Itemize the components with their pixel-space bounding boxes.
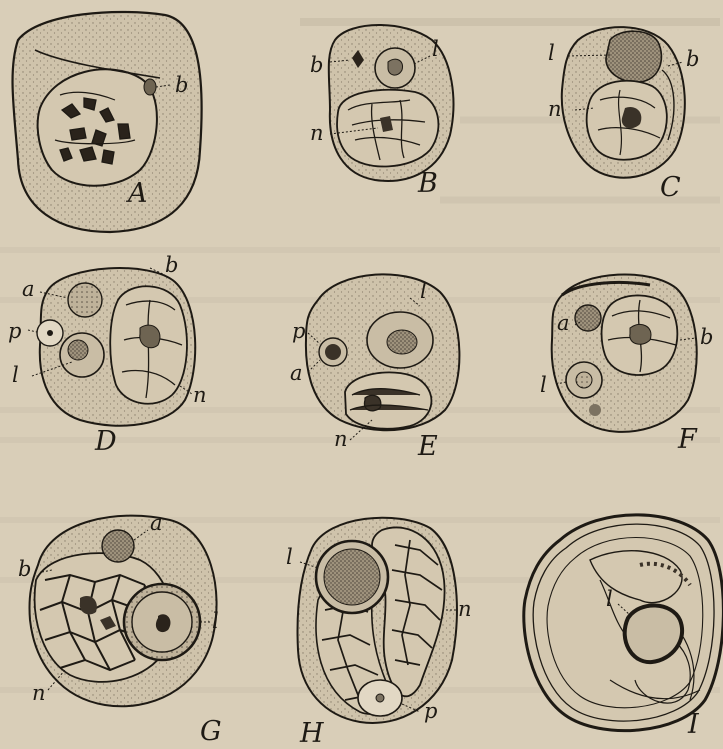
leucoplast [606,31,661,82]
label-p: p [292,319,305,343]
label-n: n [458,597,472,621]
panel-caption: G [200,716,222,747]
a-body [575,305,601,331]
label-a: a [150,511,163,535]
panel-caption: B [417,168,438,199]
label-b: b [18,557,31,581]
panel-caption: D [94,426,117,457]
label-n: n [334,427,348,451]
label-l: l [606,587,613,611]
panel-c: l b n C [548,27,699,203]
panel-caption: F [677,424,698,455]
label-b: b [165,253,178,277]
a-body [68,283,102,317]
panel-caption: C [660,172,681,203]
label-n: n [548,97,562,121]
label-l: l [286,545,293,569]
panel-e: p a l n E [290,274,459,462]
panel-d: a b p l n D [8,253,207,457]
panel-a: b A [13,12,202,232]
label-l: l [548,41,555,65]
label-n: n [193,383,207,407]
label-b: b [686,47,699,71]
label-n: n [310,121,324,145]
panel-i: l I [524,515,723,740]
panel-caption: H [299,718,324,749]
panel-caption: A [125,178,148,209]
panel-g: b a l n G [18,511,222,747]
label-l: l [432,37,439,61]
label-a: a [557,311,570,335]
label-l: l [12,363,19,387]
leucoplast [625,605,682,662]
label-l: l [420,279,427,303]
label-n: n [32,681,46,705]
label-a: a [290,361,303,385]
label-a: a [22,277,35,301]
label-b: b [700,325,713,349]
label-b: b [310,53,323,77]
panel-caption: I [687,709,700,740]
label-p: p [424,699,437,723]
label-l: l [212,609,219,633]
label-l: l [540,373,547,397]
nucleus [38,69,157,185]
panel-h: l n p H [286,518,472,749]
label-p: p [8,319,21,343]
label-b: b [175,73,188,97]
nucleus [345,372,431,428]
a-body [102,530,134,562]
panel-caption: E [417,431,438,462]
panel-b: b l n B [310,25,453,199]
